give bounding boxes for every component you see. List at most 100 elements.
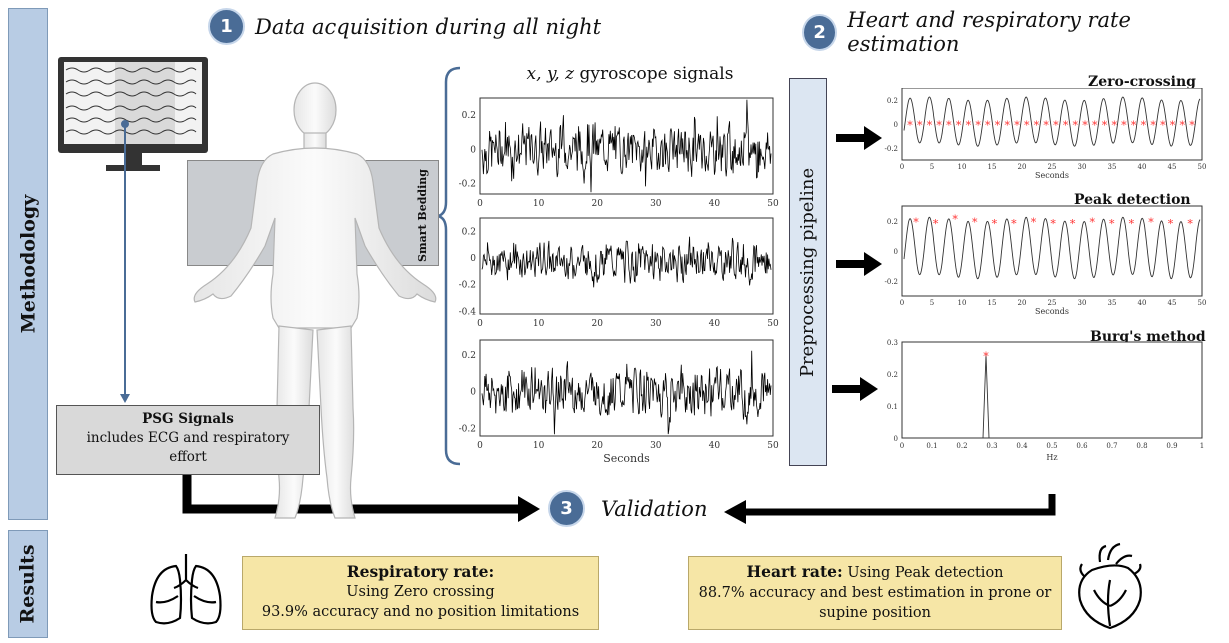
zero-crossing-marker: * [907, 119, 913, 132]
zero-crossing-marker: * [995, 119, 1001, 132]
burg-xtick: 0.7 [1106, 442, 1117, 450]
results-label-box: Results [8, 530, 48, 638]
peak-detection-marker: * [952, 213, 958, 226]
zero-crossing-xtick: 5 [930, 163, 934, 171]
zero-crossing-xtick: 45 [1168, 163, 1177, 171]
zero-crossing-marker: * [1131, 119, 1137, 132]
gyro-signal-3 [481, 350, 772, 435]
gyro-xtick: 40 [709, 319, 721, 329]
heart-title: Heart rate: [746, 562, 843, 581]
peak-detection-xtick: 25 [1048, 299, 1057, 307]
gyro-xtick: 20 [591, 441, 603, 451]
peak-detection-marker: * [1109, 218, 1115, 231]
step-1-label: Data acquisition during all night [255, 14, 602, 39]
zero-crossing-marker: * [985, 119, 991, 132]
gyro-xtick: 40 [709, 199, 721, 209]
zero-crossing-frame [901, 88, 1203, 161]
peak-detection-xtick: 45 [1168, 299, 1177, 307]
step-3-label: Validation [601, 496, 708, 521]
zero-crossing-ytick: 0 [894, 121, 898, 129]
zero-crossing-marker: * [1082, 119, 1088, 132]
zero-crossing-marker: * [927, 119, 933, 132]
heart-result-box: Heart rate: Using Peak detection 88.7% a… [688, 556, 1062, 630]
gyro-panel-1 [479, 97, 774, 195]
heart-line2: supine position [819, 605, 931, 621]
preprocessing-pipeline-box: Preprocessing pipeline [789, 78, 827, 466]
zero-crossing-marker: * [1024, 119, 1030, 132]
gyro-ytick: -0.2 [459, 281, 476, 291]
zero-crossing-marker: * [1150, 119, 1156, 132]
gyro-xtick: 20 [591, 199, 603, 209]
monitor-icon [58, 57, 208, 171]
burg-xtick: 0.4 [1016, 442, 1028, 450]
zero-crossing-xtick: 30 [1078, 163, 1087, 171]
burg-ytick: 0 [894, 435, 898, 443]
zero-crossing-marker: * [1170, 119, 1176, 132]
gyro-ytick: -0.2 [459, 180, 476, 190]
step-1-header: 1 Data acquisition during all night [208, 8, 601, 45]
step-3-header: 3 Validation [548, 490, 707, 527]
burg-xtick: 0.9 [1166, 442, 1177, 450]
zero-crossing-marker: * [1121, 119, 1127, 132]
gyro-signal-1 [481, 99, 772, 193]
zero-crossing-ytick: 0.2 [887, 97, 898, 105]
burg-peak-marker: * [983, 350, 989, 363]
peak-detection-xtick: 20 [1018, 299, 1027, 307]
burg-xtick: 0.1 [926, 442, 937, 450]
zero-crossing-marker: * [956, 119, 962, 132]
burg-xtick: 0.5 [1046, 442, 1057, 450]
psg-signals-box: PSG Signals includes ECG and respiratory… [56, 405, 320, 475]
step-1-badge: 1 [208, 8, 245, 45]
zero-crossing-marker: * [1053, 119, 1059, 132]
gyro-xtick: 10 [533, 199, 545, 209]
zero-crossing-marker: * [1014, 119, 1020, 132]
gyro-xtick: 50 [767, 319, 779, 329]
methodology-label-box: Methodology [8, 8, 48, 520]
peak-detection-marker: * [992, 218, 998, 231]
heart-line1: 88.7% accuracy and best estimation in pr… [698, 585, 1052, 601]
zero-crossing-xtick: 35 [1108, 163, 1117, 171]
lungs-icon [150, 554, 222, 625]
peak-detection-frame [901, 205, 1203, 297]
pipeline-arrow-burg [832, 377, 878, 401]
zero-crossing-marker: * [1141, 119, 1147, 132]
gyro-xtick: 0 [477, 199, 483, 209]
peak-detection-ytick: -0.2 [885, 278, 899, 286]
heart-icon [1078, 542, 1142, 630]
peak-detection-xtick: 50 [1198, 299, 1207, 307]
respiratory-result-box: Respiratory rate: Using Zero crossing 93… [242, 556, 599, 630]
burg-method-title: Burg's method [1090, 329, 1206, 345]
gyro-xlabel: Seconds [603, 452, 650, 465]
burg-ytick: 0.2 [887, 371, 898, 379]
resp-line2: 93.9% accuracy and no position limitatio… [261, 604, 580, 620]
smart-bedding-label: Smart Bedding [415, 168, 429, 262]
zero-crossing-xtick: 40 [1138, 163, 1147, 171]
gyro-ytick: 0.2 [462, 227, 476, 237]
resp-title: Respiratory rate: [346, 562, 495, 581]
step-3-badge: 3 [548, 490, 585, 527]
peak-detection-xtick: 5 [930, 299, 934, 307]
gyro-xtick: 10 [533, 319, 545, 329]
zero-crossing-marker: * [966, 119, 972, 132]
gyro-xtick: 20 [591, 319, 603, 329]
zero-crossing-marker: * [917, 119, 923, 132]
resp-line1: Using Zero crossing [346, 584, 495, 600]
zero-crossing-xlabel: Seconds [1035, 171, 1069, 180]
step-2-header: 2 Heart and respiratory rate estimation [802, 8, 1229, 56]
peak-detection-marker: * [1187, 218, 1193, 231]
burg-xlabel: Hz [1046, 453, 1057, 462]
zero-crossing-marker: * [1160, 119, 1166, 132]
peak-detection-marker: * [1089, 216, 1095, 229]
peak-detection-xtick: 10 [958, 299, 967, 307]
zero-crossing-marker: * [1043, 119, 1049, 132]
methods-to-validation-arrow [724, 494, 1056, 524]
peak-detection-xtick: 15 [988, 299, 997, 307]
zero-crossing-marker: * [1073, 119, 1079, 132]
zero-crossing-signal [903, 96, 1201, 147]
heart-title-line: Heart rate: Using Peak detection [689, 562, 1061, 583]
peak-detection-marker: * [1050, 218, 1056, 231]
pipeline-arrow-zero [836, 126, 882, 150]
zero-crossing-ytick: -0.2 [885, 145, 899, 153]
